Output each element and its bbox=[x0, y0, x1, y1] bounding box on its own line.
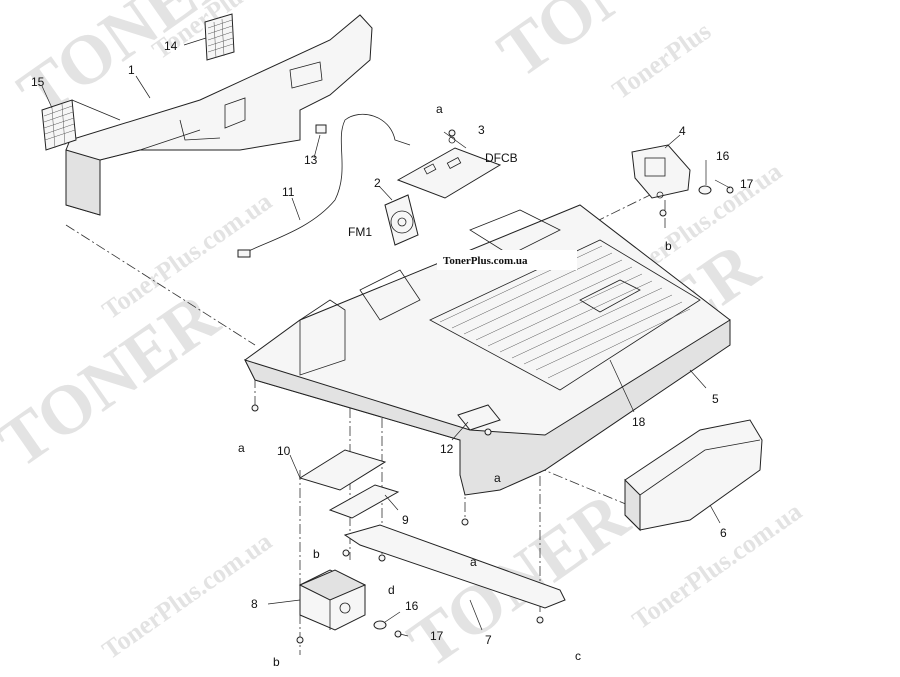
callout-6: 6 bbox=[720, 526, 727, 540]
washer-part-16b bbox=[373, 620, 402, 638]
callout-10: 10 bbox=[277, 444, 291, 458]
callout-4: 4 bbox=[679, 124, 686, 138]
washer-part-16a bbox=[698, 185, 734, 195]
label-fm1: FM1 bbox=[348, 225, 372, 239]
tray-base-part-5 bbox=[244, 204, 731, 496]
plate-part-10 bbox=[298, 449, 387, 491]
screw-label-b: b bbox=[665, 239, 672, 253]
site-label-box: TonerPlus.com.ua bbox=[437, 250, 577, 270]
end-cover-part-6 bbox=[624, 419, 763, 532]
callout-9: 9 bbox=[402, 513, 409, 527]
rail-part-7 bbox=[343, 524, 566, 609]
callout-11: 11 bbox=[282, 185, 295, 199]
screws bbox=[251, 129, 667, 644]
callout-16b: 16 bbox=[405, 599, 419, 613]
callout-14: 14 bbox=[164, 39, 178, 53]
watermark-site-short: TonerPlus bbox=[607, 16, 716, 105]
bracket-part-12 bbox=[457, 404, 501, 431]
filter-part-14 bbox=[204, 13, 235, 61]
screw-label-a: a bbox=[470, 555, 477, 569]
cable-harness-part-11 bbox=[237, 113, 411, 258]
rear-cover-part-1 bbox=[65, 14, 373, 216]
screw-label-d: d bbox=[388, 583, 395, 597]
fan-part-2 bbox=[384, 194, 419, 246]
screw-label-a: a bbox=[238, 441, 245, 455]
screw-label-a: a bbox=[494, 471, 501, 485]
callout-13: 13 bbox=[304, 153, 318, 167]
callout-1: 1 bbox=[128, 63, 135, 77]
callout-18: 18 bbox=[632, 415, 646, 429]
component-labels: DFCB FM1 bbox=[348, 151, 518, 239]
callout-2: 2 bbox=[374, 176, 381, 190]
callout-12: 12 bbox=[440, 442, 454, 456]
callout-16a: 16 bbox=[716, 149, 730, 163]
screw-label-b: b bbox=[273, 655, 280, 669]
solenoid-part-8 bbox=[298, 569, 367, 631]
leader-lines bbox=[41, 37, 731, 637]
filter-part-15 bbox=[41, 99, 121, 151]
callout-3: 3 bbox=[478, 123, 485, 137]
callout-15: 15 bbox=[31, 75, 45, 89]
watermark-site: TonerPlus.com.ua bbox=[97, 527, 277, 665]
site-label: TonerPlus.com.ua bbox=[443, 255, 528, 267]
label-dfcb: DFCB bbox=[485, 151, 518, 165]
callout-5: 5 bbox=[712, 392, 719, 406]
bracket-part-4 bbox=[631, 144, 691, 199]
screw-label-b: b bbox=[313, 547, 320, 561]
callout-8: 8 bbox=[251, 597, 258, 611]
dfcb-board-part-3 bbox=[396, 136, 502, 199]
screw-labels: a a a a b b b c d bbox=[238, 102, 672, 669]
screw-label-c: c bbox=[575, 649, 581, 663]
callout-17b: 17 bbox=[430, 629, 444, 643]
callout-labels: 1 2 3 4 5 6 7 8 9 10 11 12 13 14 15 16 1… bbox=[31, 39, 754, 647]
callout-7: 7 bbox=[485, 633, 492, 647]
callout-17a: 17 bbox=[740, 177, 754, 191]
screw-label-a: a bbox=[436, 102, 443, 116]
plate-part-9 bbox=[328, 484, 400, 519]
